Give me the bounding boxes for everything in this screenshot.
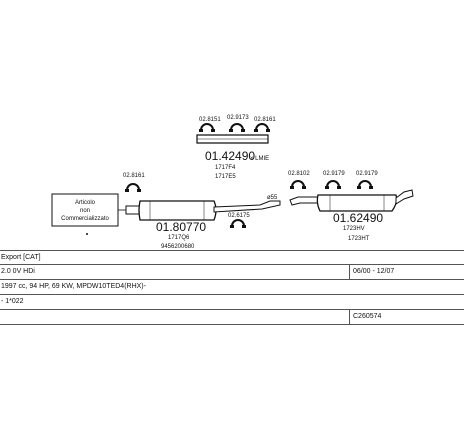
clamp-icon [325,180,341,189]
front-muffler-group: ø55 01.80770 1717Q6 9456200680 [125,195,281,250]
rear-muffler-shape [316,194,398,212]
row-value: C260574 [353,313,382,320]
rear-muffler-group: 02.8102 02.9179 02.9179 01.62490 1723HV … [288,171,414,242]
divider [0,264,464,265]
part-ref: 1717F4 [215,165,236,171]
table-row: - 1*022 [0,295,464,309]
clamp-label: 02.9173 [227,115,249,121]
main-pipe-group: 02.8151 02.9173 02.8161 01.42490 × LMIE … [196,115,276,180]
part-ref: 1723HT [348,236,370,242]
not-sold-notice: Articolo non Commercializzato [51,193,119,227]
table-row: C260574 [0,310,464,324]
column-divider [349,309,350,324]
clamp-icon [357,180,373,189]
clamp-icon [230,219,246,228]
clamp-icon [290,180,306,189]
part-ref: 1717Q6 [168,235,190,241]
divider [0,309,464,310]
divider [0,250,464,251]
clamp-label: 02.8161 [254,117,276,123]
notice-line: Commercializzato [61,216,109,222]
divider [0,294,464,295]
part-ref: 1717E5 [215,174,236,180]
notice-line: Articolo [75,200,96,206]
row-value: 06/00 - 12/07 [353,268,395,275]
row-label: 1997 cc, 94 HP, 69 KW, MPDW10TED4(RHX)- [1,283,146,290]
table-row: 2.0 0V HDi 06/00 - 12/07 [0,265,464,279]
clamp-label: 02.8102 [288,171,310,177]
clamp-label: 02.6175 [228,213,250,219]
row-label: - 1*022 [1,298,24,305]
table-row: Export [CAT] [0,251,464,265]
notice-line: non [80,208,90,214]
part-code: 01.42490 [205,149,255,163]
clamp-label: 02.9179 [323,171,345,177]
part-ref: 1723HV [343,226,365,232]
clamp-label: 02.9179 [356,171,378,177]
column-divider [349,264,350,279]
clamp-icon [199,123,215,132]
divider [0,324,464,325]
clamp-icon [229,123,245,132]
row-label: 2.0 0V HDi [1,268,35,275]
clamp-label: 02.8151 [199,117,221,123]
clamp-icon [254,123,270,132]
row-label: Export [CAT] [1,254,41,261]
part-code: 01.62490 [333,211,383,225]
front-muffler-shape [138,200,217,221]
part-suffix: × LMIE [250,156,269,162]
clamp-icon [125,183,141,192]
clamp-label: 02.8161 [123,173,145,179]
table-row: 1997 cc, 94 HP, 69 KW, MPDW10TED4(RHX)- [0,280,464,294]
divider [0,279,464,280]
part-code: 01.80770 [156,220,206,234]
diameter-label: ø55 [267,195,278,201]
part-ref: 9456200680 [161,244,195,250]
